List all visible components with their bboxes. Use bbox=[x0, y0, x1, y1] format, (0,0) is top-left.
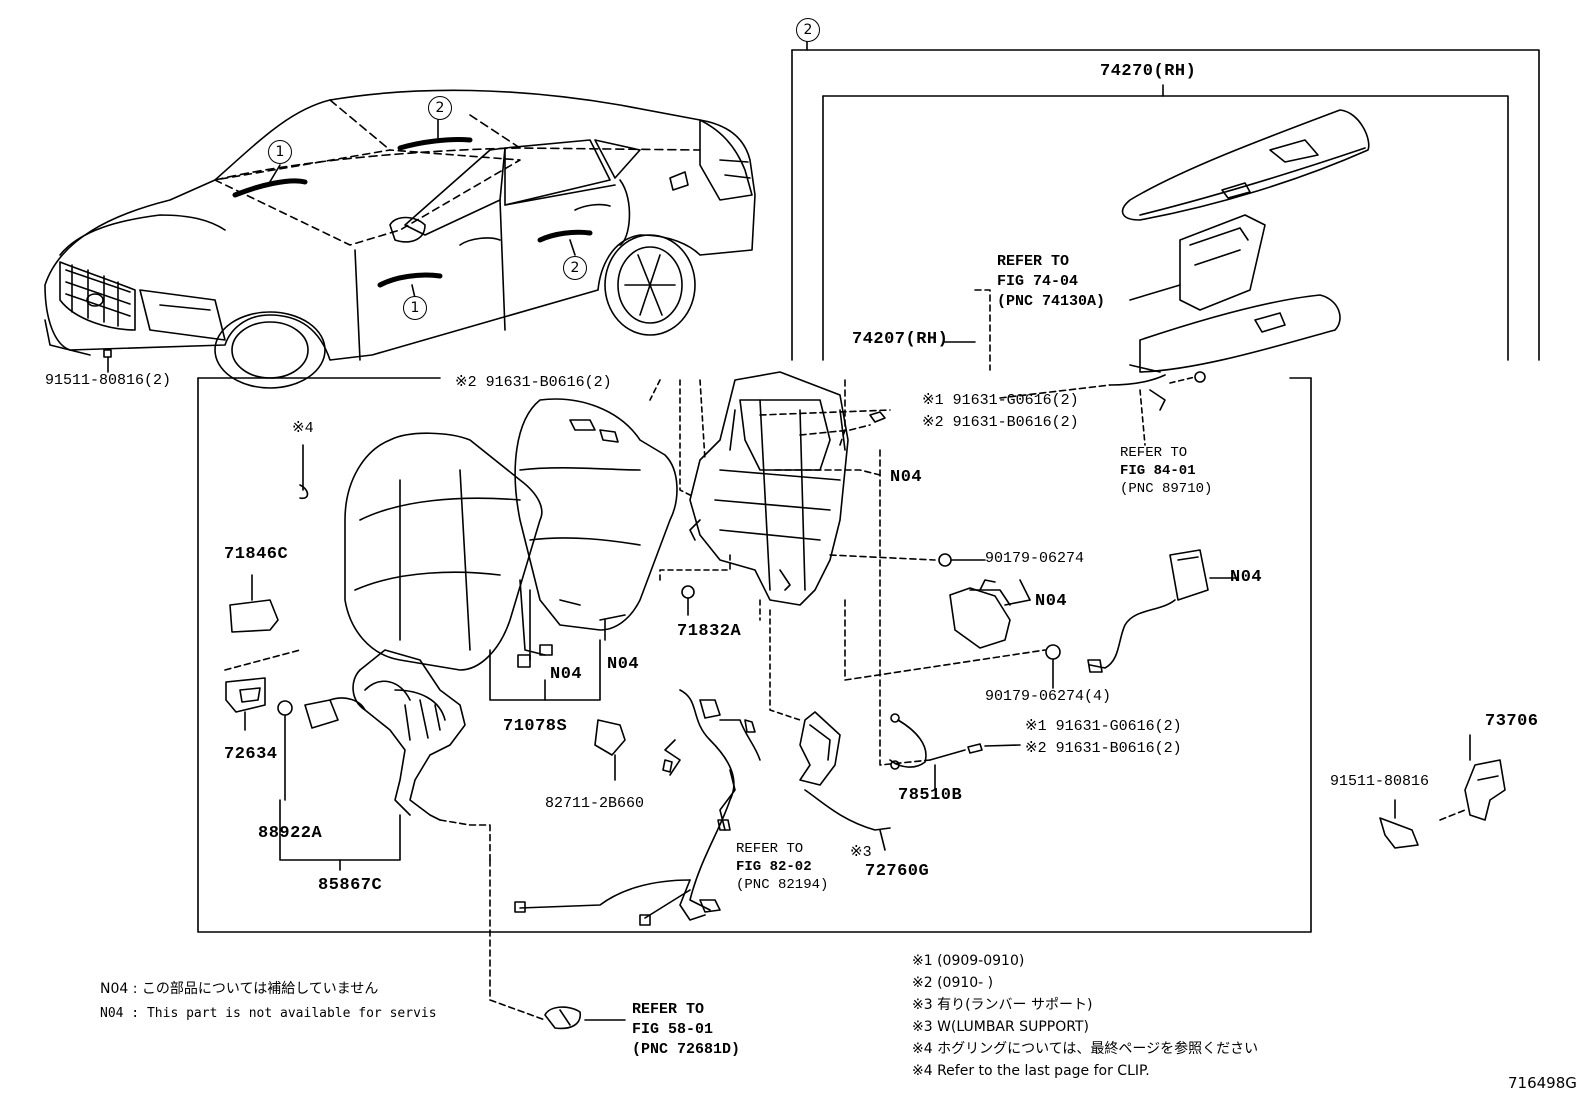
part-91631-b-a: ※2 91631-B0616(2) bbox=[455, 374, 612, 391]
callout-1-windshield: 1 bbox=[268, 140, 292, 164]
ref-5801-line3: (PNC 72681D) bbox=[632, 1041, 741, 1058]
footnote-4-en: ※4 Refer to the last page for CLIP. bbox=[912, 1063, 1150, 1079]
ref-7404-line2: FIG 74-04 bbox=[997, 273, 1079, 290]
ref-fig-58-01[interactable]: REFER TO FIG 58-01 (PNC 72681D) bbox=[632, 1000, 740, 1060]
note-marker-4: ※4 bbox=[292, 420, 314, 437]
main-box bbox=[197, 377, 1312, 933]
part-73706: 73706 bbox=[1485, 712, 1539, 731]
ref-8202-line1: REFER TO bbox=[736, 841, 804, 857]
n04-cover: N04 bbox=[607, 655, 640, 674]
callout-2-panel: 2 bbox=[796, 18, 820, 42]
legend-n04-jp: N04 : この部品については補給していません bbox=[100, 981, 379, 997]
ref-8401-line3: (PNC 89710) bbox=[1120, 481, 1213, 497]
ref-fig-74-04[interactable]: REFER TO FIG 74-04 (PNC 74130A) bbox=[997, 252, 1105, 312]
part-72760g: 72760G bbox=[865, 862, 930, 881]
n04-lumbar: N04 bbox=[1035, 592, 1068, 611]
footnote-3-en: ※3 W(LUMBAR SUPPORT) bbox=[912, 1019, 1089, 1035]
part-71846c: 71846C bbox=[224, 545, 289, 564]
n04-frame: N04 bbox=[890, 468, 923, 487]
part-91631-b-c: ※2 91631-B0616(2) bbox=[1025, 740, 1182, 757]
footnote-3-jp: ※3 有り(ランバー サポート) bbox=[912, 997, 1093, 1013]
part-71078s: 71078S bbox=[503, 717, 568, 736]
callout-2-roof: 2 bbox=[428, 96, 452, 120]
footnote-2: ※2 (0910- ) bbox=[912, 975, 994, 991]
ref-fig-84-01[interactable]: REFER TO FIG 84-01 (PNC 89710) bbox=[1120, 444, 1212, 498]
part-91631-b-b: ※2 91631-B0616(2) bbox=[922, 414, 1079, 431]
part-91511-x2: 91511-80816(2) bbox=[45, 372, 172, 389]
panel-box-74270 bbox=[822, 95, 1509, 361]
part-90179-x4: 90179-06274(4) bbox=[985, 688, 1112, 705]
panel-box-2 bbox=[791, 49, 1540, 361]
ref-8202-line3: (PNC 82194) bbox=[736, 877, 829, 893]
n04-motor: N04 bbox=[1230, 568, 1263, 587]
part-91631-g-b: ※1 91631-G0616(2) bbox=[1025, 718, 1182, 735]
part-71832a: 71832A bbox=[677, 622, 742, 641]
part-72634: 72634 bbox=[224, 745, 278, 764]
part-90179: 90179-06274 bbox=[985, 550, 1085, 567]
footnote-1: ※1 (0909-0910) bbox=[912, 953, 1025, 969]
diagram-id: 716498G bbox=[1508, 1074, 1577, 1092]
callout-1-door: 1 bbox=[403, 296, 427, 320]
part-88922a: 88922A bbox=[258, 824, 323, 843]
callout-2-door: 2 bbox=[563, 256, 587, 280]
car-illustration bbox=[44, 89, 756, 389]
ref-8401-line2: FIG 84-01 bbox=[1120, 463, 1196, 479]
part-78510b: 78510B bbox=[898, 786, 963, 805]
ref-8401-line1: REFER TO bbox=[1120, 445, 1188, 461]
part-91511: 91511-80816 bbox=[1330, 773, 1430, 790]
ref-5801-line1: REFER TO bbox=[632, 1001, 705, 1018]
part-74207: 74207(RH) bbox=[852, 330, 949, 349]
ref-fig-82-02[interactable]: REFER TO FIG 82-02 (PNC 82194) bbox=[736, 840, 828, 894]
part-85867c: 85867C bbox=[318, 876, 383, 895]
part-91631-g-a: ※1 91631-G0616(2) bbox=[922, 392, 1079, 409]
note-marker-3: ※3 bbox=[850, 844, 872, 861]
footnote-4-jp: ※4 ホグリングについては、最終ページを参照ください bbox=[912, 1041, 1259, 1057]
n04-heater: N04 bbox=[550, 665, 583, 684]
part-82711: 82711-2B660 bbox=[545, 795, 645, 812]
part-74270: 74270(RH) bbox=[1100, 62, 1197, 81]
legend-n04-en: N04 : This part is not available for ser… bbox=[100, 1006, 437, 1021]
ref-7404-line1: REFER TO bbox=[997, 253, 1070, 270]
ref-8202-line2: FIG 82-02 bbox=[736, 859, 812, 875]
ref-7404-line3: (PNC 74130A) bbox=[997, 293, 1106, 310]
footnotes: ※1 (0909-0910) ※2 (0910- ) ※3 有り(ランバー サポ… bbox=[912, 950, 1258, 1082]
ref-5801-line2: FIG 58-01 bbox=[632, 1021, 714, 1038]
